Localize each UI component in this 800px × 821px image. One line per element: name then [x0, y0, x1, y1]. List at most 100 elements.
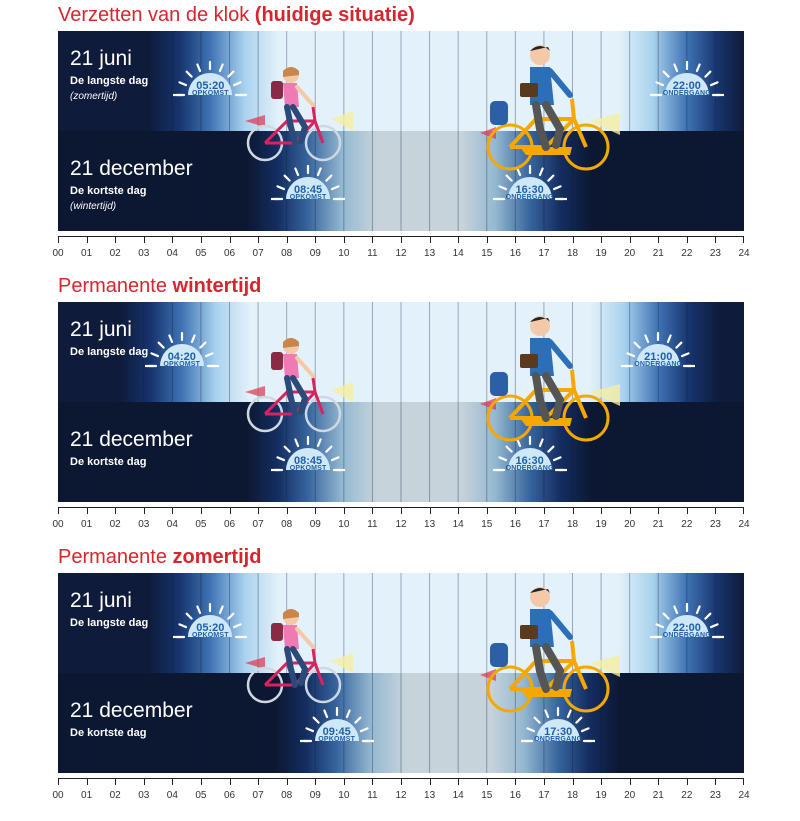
axis-tick-label: 19 [595, 248, 607, 259]
axis-tick-label: 16 [509, 248, 521, 259]
axis-tick-label: 13 [424, 248, 436, 259]
axis-tick-label: 15 [481, 790, 493, 801]
axis-tick [229, 778, 231, 785]
axis-tick-label: 03 [138, 248, 150, 259]
axis-tick [572, 236, 574, 243]
sun-icon [144, 331, 219, 368]
winter-date-label: 21 december [70, 699, 193, 722]
summer-date-label: 21 juni [70, 589, 132, 612]
winter-daylight-gradient [58, 673, 744, 773]
axis-tick-label: 05 [195, 248, 207, 259]
axis-tick-label: 20 [624, 519, 636, 530]
axis-tick [629, 236, 631, 243]
winter-daylight-gradient [58, 131, 744, 231]
axis-tick-label: 05 [195, 790, 207, 801]
axis-tick-label: 09 [309, 248, 321, 259]
axis-tick [686, 507, 688, 514]
panel-title-plain: Permanente [58, 546, 173, 568]
axis-tick-label: 16 [509, 790, 521, 801]
axis-tick [115, 507, 117, 514]
axis-tick-label: 23 [709, 790, 721, 801]
axis-tick [58, 507, 59, 514]
winter-daylight-gradient [58, 402, 744, 502]
axis-tick [200, 778, 202, 785]
sunset-time: 22:00 [672, 80, 701, 92]
axis-tick [429, 778, 431, 785]
axis-tick-label: 20 [624, 790, 636, 801]
sunset-label: ONDERGANG [662, 90, 711, 97]
sunrise-label: OPKOMST [191, 632, 229, 639]
axis-tick [343, 778, 345, 785]
sun-icon [649, 60, 724, 97]
axis-tick-label: 08 [281, 790, 293, 801]
axis-tick [658, 236, 660, 243]
girl-cyclist-icon [245, 609, 353, 704]
axis-tick-label: 03 [138, 519, 150, 530]
axis-tick-label: 23 [709, 248, 721, 259]
axis-tick [143, 236, 145, 243]
axis-tick [58, 236, 59, 243]
axis-tick [601, 778, 603, 785]
axis-tick [372, 778, 374, 785]
axis-tick-label: 02 [109, 790, 121, 801]
sun-icon [299, 706, 374, 743]
axis-tick-label: 10 [338, 519, 350, 530]
axis-tick [629, 778, 631, 785]
axis-tick-label: 00 [52, 519, 64, 530]
axis-tick [315, 507, 317, 514]
axis-tick-label: 04 [166, 790, 178, 801]
axis-tick-label: 24 [738, 248, 750, 259]
axis-tick-label: 04 [166, 248, 178, 259]
axis-tick [172, 236, 174, 243]
axis-tick [715, 507, 717, 514]
axis-tick [115, 778, 117, 785]
panel-title-bold: (huidige situatie) [254, 4, 415, 26]
summer-note-label: (zomertijd) [70, 91, 118, 102]
axis-tick [686, 236, 688, 243]
axis-tick-label: 02 [109, 519, 121, 530]
axis-tick-label: 11 [367, 790, 378, 801]
panel-title: Permanente zomertijd [58, 546, 261, 569]
axis-tick-label: 22 [681, 790, 693, 801]
winter-date-label: 21 december [70, 157, 193, 180]
sunset-label: ONDERGANG [505, 194, 554, 201]
axis-tick [515, 507, 517, 514]
axis-tick-label: 07 [252, 248, 264, 259]
sun-icon [271, 435, 346, 472]
axis-tick [629, 507, 631, 514]
summer-daylight-gradient [58, 31, 744, 131]
axis-tick-label: 17 [538, 790, 550, 801]
panel-title-plain: Permanente [58, 275, 173, 297]
man-cyclist-icon [480, 316, 620, 442]
sunrise-time: 05:20 [196, 622, 225, 634]
axis-tick [258, 236, 260, 243]
axis-tick [686, 778, 688, 785]
axis-tick-label: 13 [424, 519, 436, 530]
sun-icon [492, 435, 567, 472]
winter-day-label: De kortste dag [70, 727, 147, 739]
axis-tick-label: 14 [452, 790, 464, 801]
axis-tick-label: 22 [681, 519, 693, 530]
sunrise-time: 05:20 [196, 80, 225, 92]
sunset-time: 21:00 [644, 351, 673, 363]
axis-tick [601, 236, 603, 243]
axis-tick-label: 17 [538, 248, 550, 259]
axis-tick-label: 15 [481, 519, 493, 530]
axis-tick [200, 507, 202, 514]
axis-tick-label: 10 [338, 790, 350, 801]
axis-tick [258, 507, 260, 514]
axis-tick [543, 236, 545, 243]
girl-cyclist-icon [245, 338, 353, 433]
axis-tick [543, 778, 545, 785]
axis-tick [601, 507, 603, 514]
sunrise-label: OPKOMST [191, 90, 229, 97]
